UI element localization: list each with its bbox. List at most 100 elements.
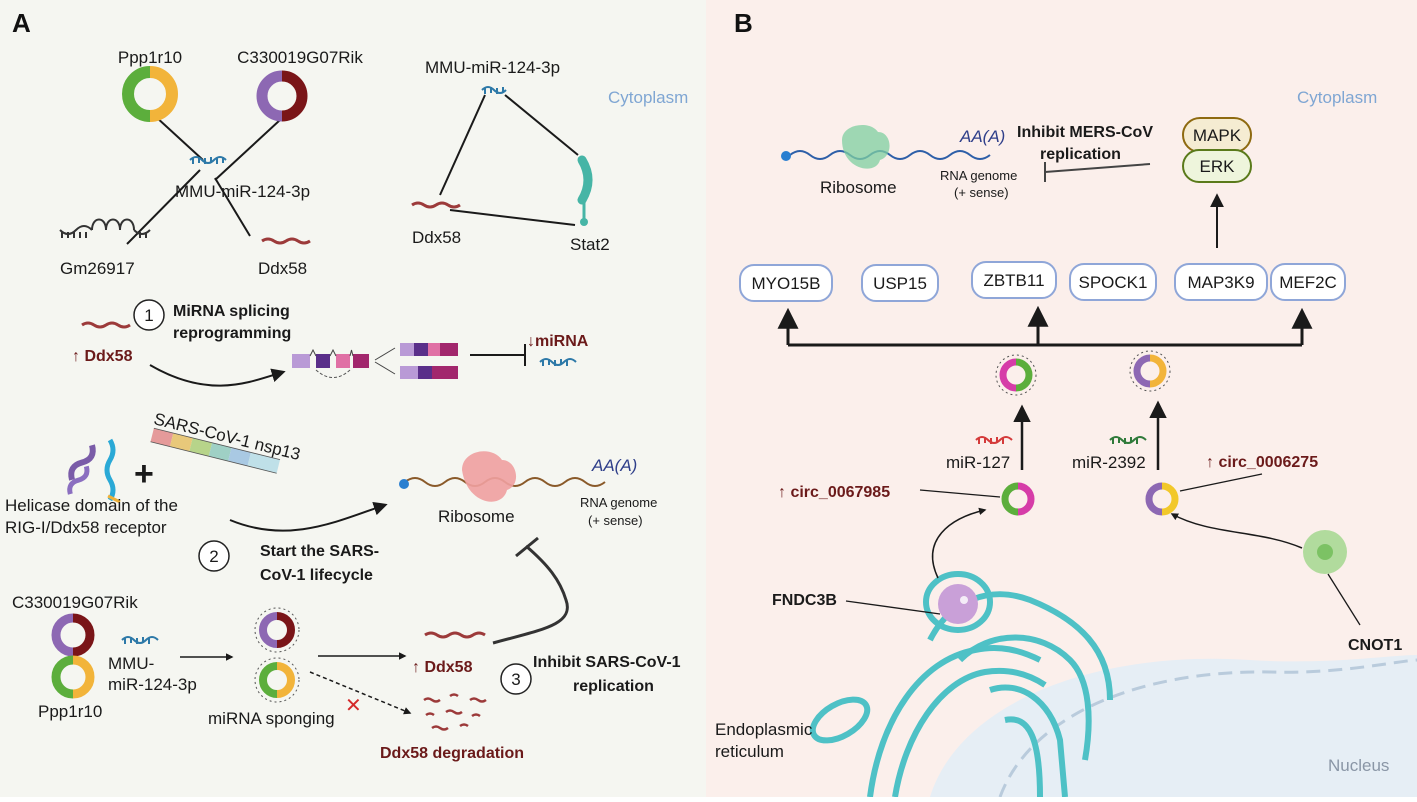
erk-label: ERK xyxy=(1200,157,1236,176)
er-label-line1: Endoplasmic xyxy=(715,720,813,739)
erk-box xyxy=(1182,149,1252,183)
mers-rna-cap-icon xyxy=(781,151,791,161)
step3-inhibit-curve xyxy=(492,544,569,645)
step2-title-line2: CoV-1 lifecycle xyxy=(260,567,373,584)
mapk-label: MAPK xyxy=(1193,126,1242,145)
step3-number-circle xyxy=(500,663,532,695)
mers-ribosome-label: Ribosome xyxy=(820,178,897,197)
c330019g07rik-label: C330019G07Rik xyxy=(237,48,363,67)
degraded-fragments-icon xyxy=(423,693,487,731)
triangle-ddx58-label: Ddx58 xyxy=(412,228,461,247)
fndc3b-label: FNDC3B xyxy=(772,592,837,609)
gene-spock1: SPOCK1 xyxy=(1079,273,1148,292)
cnot1-protein-core xyxy=(1317,544,1333,560)
step2-number: 2 xyxy=(209,547,218,566)
network-left: Ppp1r10 C330019G07Rik MMU-miR-124-3p Gm2… xyxy=(59,48,363,278)
circrna-ppp1r10-icon xyxy=(122,66,178,122)
target-arrows xyxy=(777,305,1313,347)
step3-up-ddx58: ↑ Ddx58 xyxy=(412,659,473,676)
step2-number-circle xyxy=(198,540,230,572)
stat2-label: Stat2 xyxy=(570,235,610,254)
step2-title-line1: Start the SARS- xyxy=(260,543,379,560)
step1-number: 1 xyxy=(144,306,153,325)
panel-a-cytoplasm-label: Cytoplasm xyxy=(608,88,688,107)
triangle-mirna-icon xyxy=(481,86,507,94)
fndc3b-vesicle-icon xyxy=(938,584,978,624)
sponging-label: miRNA sponging xyxy=(208,709,335,728)
edge-mirna-ddx58 xyxy=(214,177,251,237)
gene-box-usp15 xyxy=(861,264,939,302)
step1-number-circle xyxy=(133,299,165,331)
edge-ddx58-stat2 xyxy=(449,209,576,226)
gene-box-spock1 xyxy=(1069,263,1157,301)
fndc3b-vesicle-dot xyxy=(960,596,968,604)
circ-0006275-leader xyxy=(1179,473,1263,492)
blocked-cross: ✕ xyxy=(345,695,362,717)
mrna-ddx58-icon xyxy=(261,237,311,245)
mers-genome-line2: (+ sense) xyxy=(954,185,1009,200)
step-3: C330019G07Rik Ppp1r10 MMU- miR-124-3p xyxy=(12,536,681,762)
mers-inhibit-line1: Inhibit MERS-CoV xyxy=(1017,124,1153,141)
gene-usp15: USP15 xyxy=(873,274,927,293)
step3-mirna-icon xyxy=(121,636,159,644)
mers-ribosome-icon xyxy=(842,125,890,169)
gene-myo15b: MYO15B xyxy=(752,274,821,293)
step1-arrow xyxy=(149,364,286,387)
step2-ribosome-label: Ribosome xyxy=(438,507,515,526)
ddx58-label: Ddx58 xyxy=(258,259,307,278)
rna-cap-icon xyxy=(399,479,409,489)
mers-genome-line1: RNA genome xyxy=(940,168,1017,183)
edge-mirna-stat2 xyxy=(504,94,579,156)
mirna-label: MMU-miR-124-3p xyxy=(175,182,310,201)
fndc3b-to-circ-arrow xyxy=(931,507,987,579)
gene-box-myo15b xyxy=(739,264,833,302)
mers-rna-strand xyxy=(789,150,991,160)
step1-mrna-icon xyxy=(81,321,131,329)
gene-box-mef2c xyxy=(1270,263,1346,301)
step3-ddx58-mrna-icon xyxy=(424,631,486,639)
step3-title-line1: Inhibit SARS-CoV-1 xyxy=(533,654,681,671)
edge-mirna-ddx58-tri xyxy=(439,94,486,196)
circ-0006275-label: ↑ circ_0006275 xyxy=(1206,454,1318,471)
cnot1-label: CNOT1 xyxy=(1348,637,1402,654)
cnot1-leader xyxy=(1327,573,1361,626)
triangle-ddx58-icon xyxy=(411,201,461,209)
ppp1r10-label: Ppp1r10 xyxy=(118,48,182,67)
panel-a-letter: A xyxy=(12,8,31,38)
triangle-mirna-label: MMU-miR-124-3p xyxy=(425,58,560,77)
circ-0006275-icon xyxy=(1145,482,1179,516)
step3-c330-circ-icon xyxy=(51,613,95,657)
sponged-circ-icon-2 xyxy=(254,657,300,703)
stat2-protein-icon xyxy=(577,155,593,226)
step3-mirna-line2: miR-124-3p xyxy=(108,675,197,694)
circ-0067985-leader xyxy=(919,489,1001,498)
plus-sign: + xyxy=(134,455,154,493)
helicase-label-line2: RIG-I/Ddx58 receptor xyxy=(5,518,167,537)
step2-polya: AA(A) xyxy=(591,456,637,475)
panel-a: A Cytoplasm Ppp1r10 C330019G07Rik xyxy=(0,0,706,797)
helicase-label-line1: Helicase domain of the xyxy=(5,496,178,515)
splicing-exons-icon xyxy=(292,343,458,379)
step1-title-line1: MiRNA splicing xyxy=(173,303,290,320)
mers-inhibit-line2: replication xyxy=(1040,146,1121,163)
step3-ppp1r10-circ-icon xyxy=(51,655,95,699)
step1-title-line2: reprogramming xyxy=(173,325,291,342)
step1-mirna-icon xyxy=(539,358,577,366)
step3-ppp1r10-label: Ppp1r10 xyxy=(38,702,102,721)
edge-mirna-gm26917 xyxy=(126,169,201,245)
circ-0067985-sponged-icon xyxy=(995,354,1037,396)
circ-0067985-icon xyxy=(1001,482,1035,516)
gene-map3k9: MAP3K9 xyxy=(1187,273,1254,292)
step2-genome-line1: RNA genome xyxy=(580,495,657,510)
edge-ppp1r10-mirna xyxy=(154,115,204,161)
step3-number: 3 xyxy=(511,670,520,689)
nucleus-region xyxy=(930,655,1417,797)
ddx58-degradation-label: Ddx58 degradation xyxy=(380,745,524,762)
fndc3b-leader xyxy=(845,600,941,615)
panel-b: Nucleus B Cytoplasm Endoplasmic reticulu… xyxy=(706,0,1417,798)
step2-genome-line2: (+ sense) xyxy=(588,513,643,528)
step3-c330-label: C330019G07Rik xyxy=(12,593,138,612)
gene-box-map3k9 xyxy=(1174,263,1268,301)
circrna-c330019g07rik-icon xyxy=(256,70,308,122)
